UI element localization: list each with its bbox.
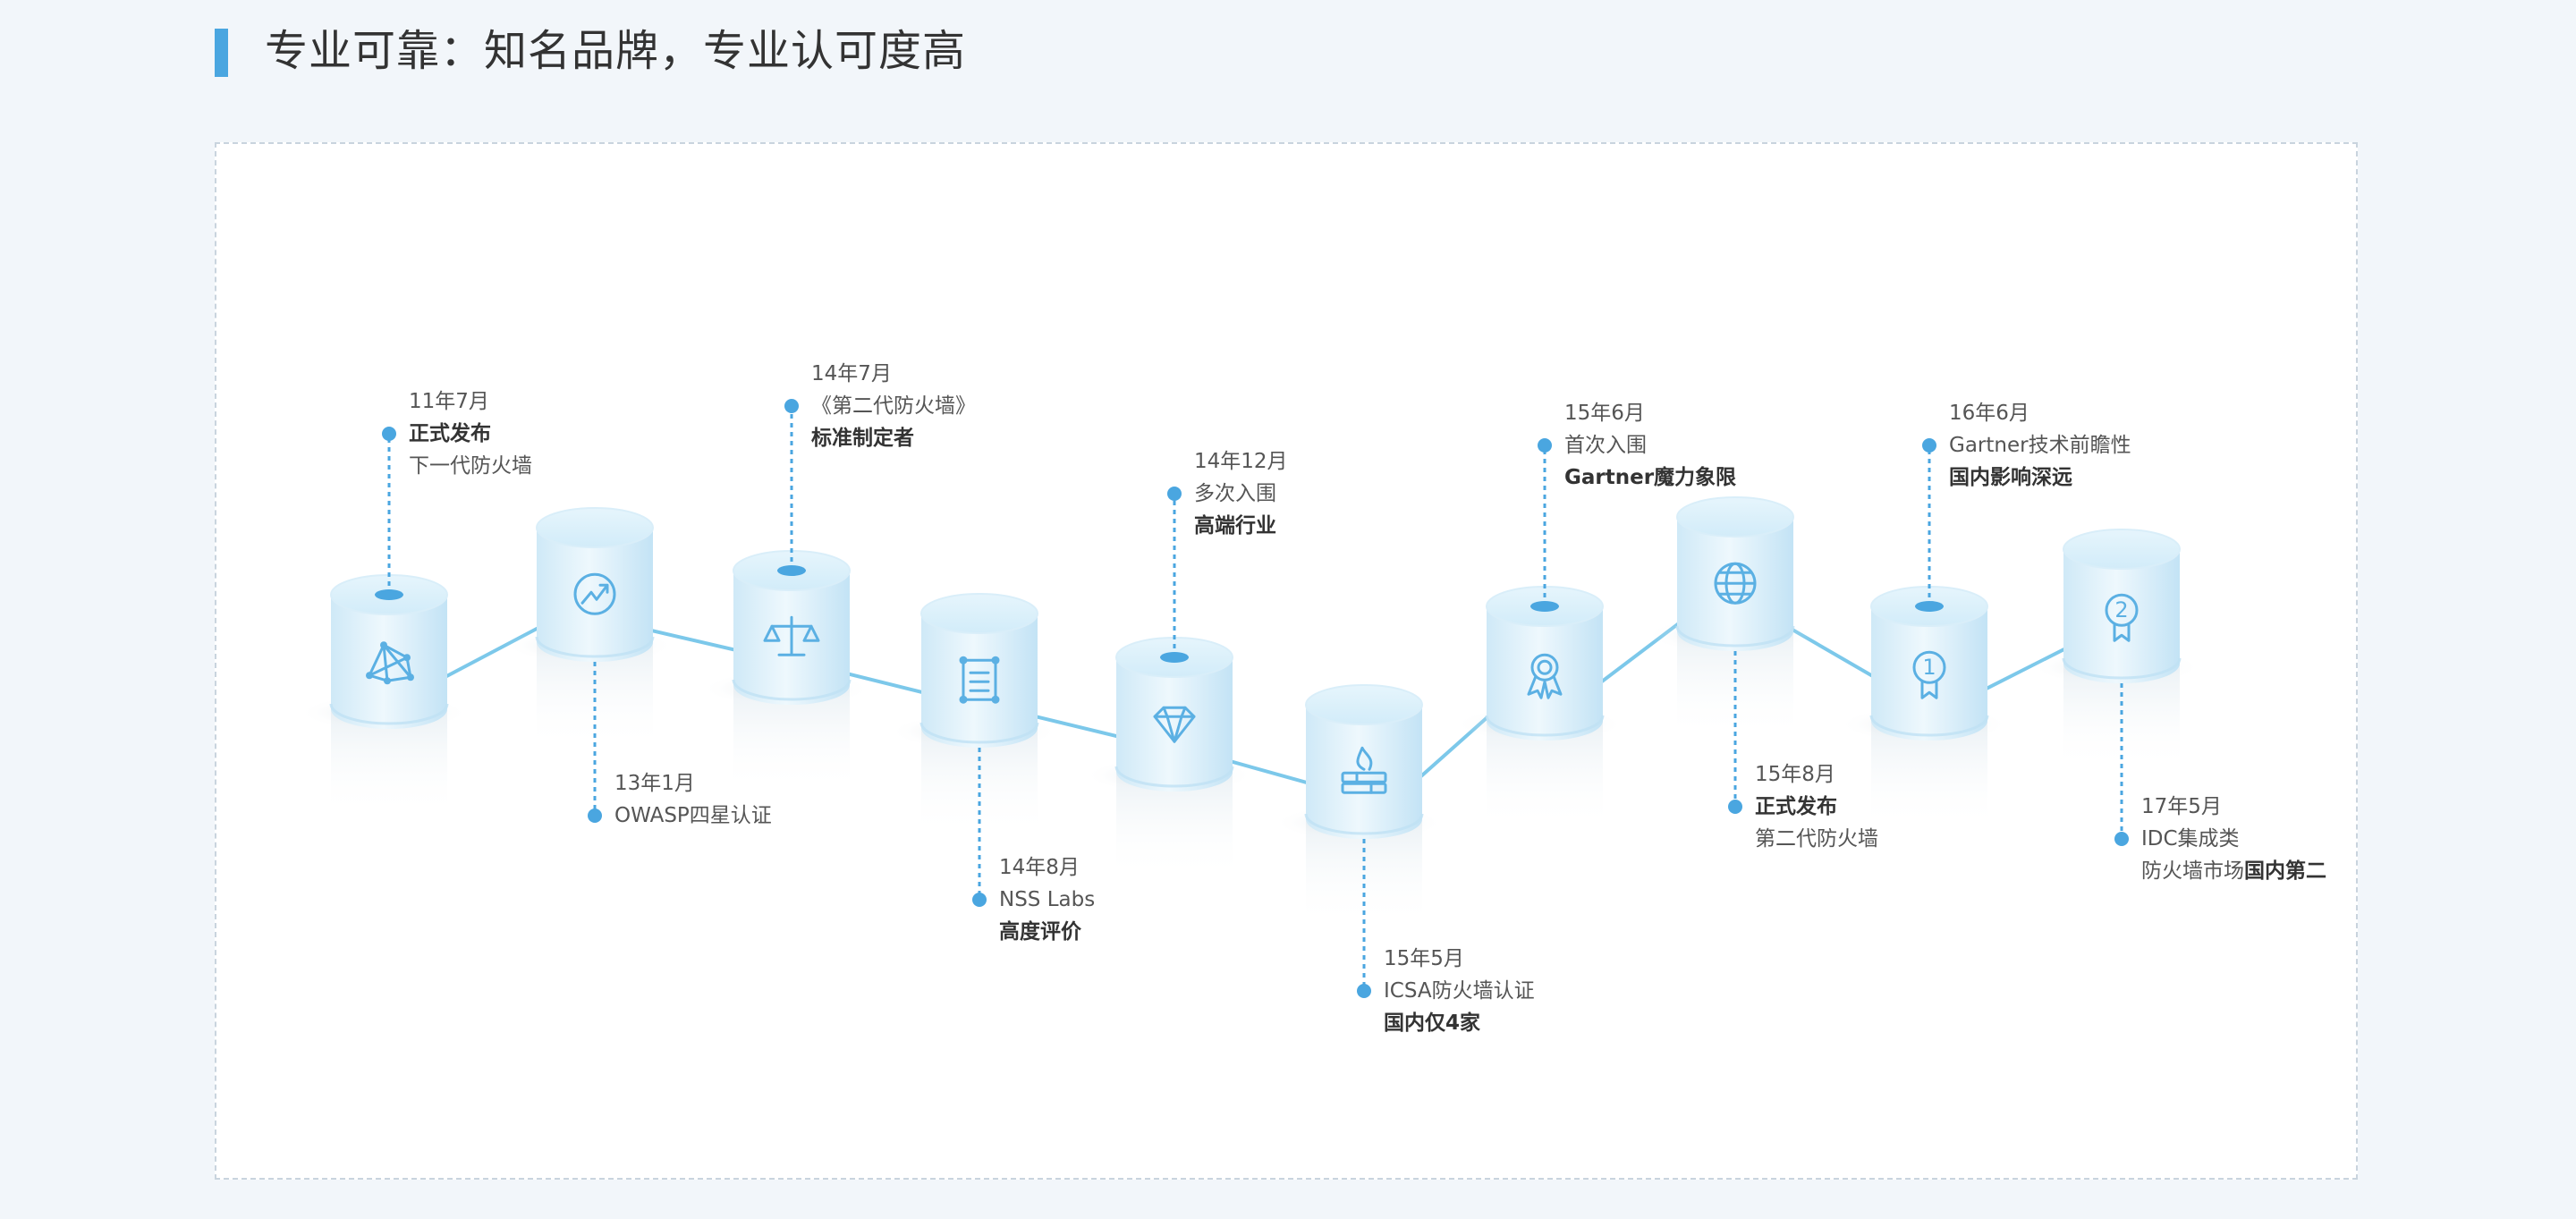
milestone-date: 15年5月 [1384, 947, 1464, 970]
milestone-dot [1357, 984, 1371, 998]
pin-anchor [375, 589, 403, 600]
firewall-flame-icon [1341, 746, 1387, 794]
milestone-dot [972, 893, 987, 907]
title-accent-bar [215, 29, 228, 77]
milestone-line1: OWASP四星认证 [614, 804, 772, 827]
milestone-date: 11年7月 [409, 390, 489, 413]
milestone-date: 15年6月 [1564, 402, 1645, 425]
medal-two-icon: 2 [2105, 593, 2139, 642]
milestone-cylinder [299, 574, 469, 817]
milestone-cylinder: 2 [2031, 529, 2201, 771]
milestone-date: 14年7月 [811, 362, 892, 385]
milestone-label: 15年8月正式发布第二代防火墙 [1755, 758, 1878, 855]
milestone-line2: 第二代防火墙 [1755, 827, 1878, 851]
timeline-pins [375, 399, 2129, 998]
milestone-dot [1167, 487, 1182, 501]
milestone-line1: 正式发布 [1755, 795, 1837, 818]
milestone-line2: 国内仅4家 [1384, 1012, 1481, 1035]
milestone-label: 16年6月 Gartner技术前瞻性国内影响深远 [1949, 397, 2131, 494]
milestone-line2-prefix: 防火墙市场 [2141, 859, 2244, 883]
milestone-cylinder [889, 593, 1059, 835]
milestone-dot [382, 427, 396, 441]
milestone-cylinder [1274, 684, 1444, 927]
pin-anchor [1915, 601, 1944, 612]
globe-icon [1714, 562, 1757, 605]
milestone-pin [1728, 651, 1742, 814]
milestone-label: 14年12月多次入围高端行业 [1194, 445, 1288, 542]
pin-anchor [777, 565, 806, 576]
milestone-cylinder: 1 [1839, 586, 2009, 828]
page-title: 专业可靠：知名品牌，专业认可度高 [265, 26, 967, 76]
milestone-line2-strong: 国内第二 [2244, 859, 2326, 883]
milestone-line1: 正式发布 [409, 422, 491, 445]
medal-one-icon: 1 [1912, 650, 1946, 699]
milestone-pin [972, 748, 987, 907]
milestone-pin [1357, 839, 1371, 998]
milestone-dot [1538, 438, 1552, 453]
milestone-pin [2114, 683, 2129, 846]
timeline-cylinders: 12 [299, 496, 2201, 927]
milestone-line1: ICSA防火墙认证 [1384, 979, 1535, 1003]
trend-chart-icon [573, 572, 616, 615]
milestone-label: 11年7月正式发布下一代防火墙 [409, 385, 532, 482]
milestone-line1: Gartner技术前瞻性 [1949, 434, 2131, 457]
milestone-dot [784, 399, 799, 413]
milestone-pin [1530, 438, 1559, 612]
milestone-pin [375, 427, 403, 600]
milestone-date: 14年8月 [999, 856, 1080, 879]
milestone-cylinder [701, 550, 871, 792]
pin-anchor [1530, 601, 1559, 612]
milestone-line2: 高端行业 [1194, 514, 1276, 538]
milestone-label: 14年8月 NSS Labs 高度评价 [999, 851, 1095, 948]
milestone-date: 13年1月 [614, 772, 695, 795]
milestone-line2: 下一代防火墙 [409, 454, 532, 478]
document-frame-icon [959, 656, 1000, 704]
milestone-line2: 高度评价 [999, 920, 1081, 944]
svg-text:1: 1 [1922, 655, 1936, 680]
milestone-pin [1915, 438, 1944, 612]
milestone-date: 16年6月 [1949, 402, 2029, 425]
milestone-cylinder [1084, 637, 1254, 879]
milestone-dot [1922, 438, 1936, 453]
pin-anchor [1160, 652, 1189, 663]
milestone-line2: Gartner魔力象限 [1564, 466, 1737, 489]
milestone-cylinder [1645, 496, 1815, 739]
milestone-label: 15年5月 ICSA防火墙认证国内仅4家 [1384, 943, 1535, 1039]
milestone-line1: 《第二代防火墙》 [811, 394, 976, 418]
milestone-line1: 首次入围 [1564, 434, 1647, 457]
milestone-line2: 防火墙市场国内第二 [2141, 855, 2326, 887]
scales-icon [763, 615, 820, 656]
milestone-line2: 国内影响深远 [1949, 466, 2072, 489]
milestone-cylinder [1454, 586, 1624, 828]
milestone-line1: IDC集成类 [2141, 827, 2240, 851]
diamond-icon [1153, 706, 1196, 743]
milestone-date: 14年12月 [1194, 450, 1288, 473]
milestone-line1: 多次入围 [1194, 482, 1276, 505]
milestone-pin [588, 662, 602, 823]
milestone-label: 14年7月《第二代防火墙》标准制定者 [811, 358, 976, 454]
milestone-date: 15年8月 [1755, 763, 1835, 786]
milestone-pin [777, 399, 806, 576]
award-ribbon-icon [1527, 653, 1563, 699]
milestone-cylinder [504, 507, 674, 749]
milestone-dot [1728, 800, 1742, 814]
milestone-date: 17年5月 [2141, 795, 2222, 818]
milestone-dot [2114, 832, 2129, 846]
svg-text:2: 2 [2114, 597, 2128, 622]
network-icon [366, 641, 414, 685]
milestone-line2: 标准制定者 [811, 427, 914, 450]
milestone-line1: NSS Labs [999, 888, 1096, 911]
milestone-label: 13年1月 OWASP四星认证 [614, 767, 772, 832]
milestone-label: 15年6月首次入围 Gartner魔力象限 [1564, 397, 1736, 494]
milestone-dot [588, 808, 602, 823]
milestone-pin [1160, 487, 1189, 663]
